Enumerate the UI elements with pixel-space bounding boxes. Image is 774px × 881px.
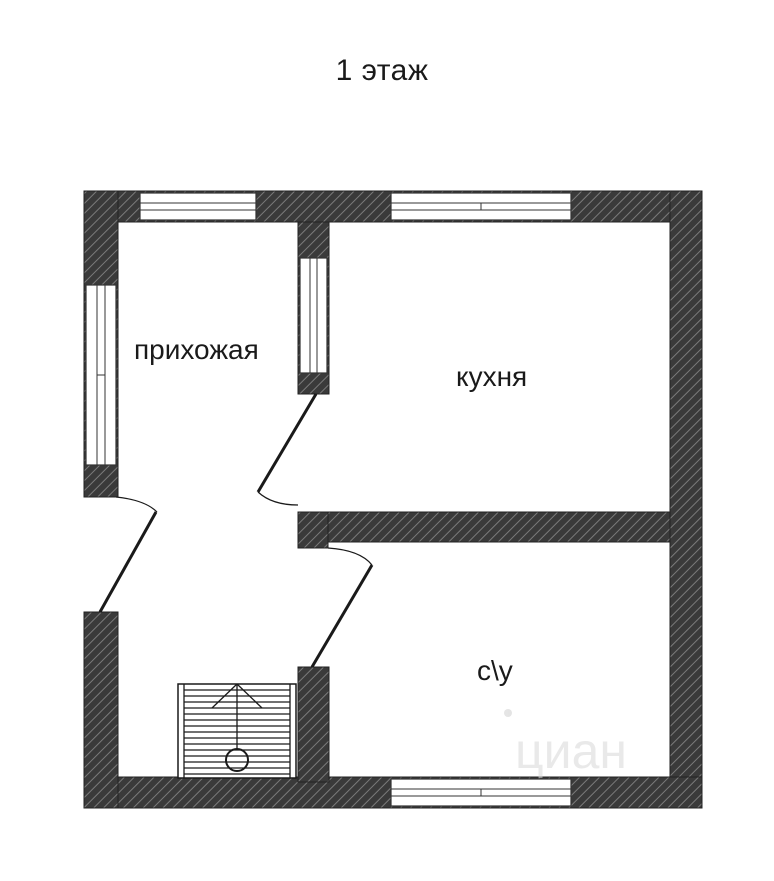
- staircase: [177, 683, 297, 779]
- room-label-bathroom: с\у: [477, 655, 513, 686]
- doors: [98, 393, 374, 668]
- wall-bath-stub: [297, 511, 329, 549]
- wall-left-lower: [83, 611, 119, 809]
- window-inner: [299, 257, 328, 374]
- room-label-kitchen: кухня: [456, 361, 527, 392]
- watermark-brand: циан: [515, 723, 627, 779]
- wall-right: [669, 190, 703, 809]
- outer-walls: [83, 190, 703, 809]
- inner-walls: [297, 221, 671, 783]
- stair-start-marker: [225, 748, 249, 772]
- room-label-hallway: прихожая: [134, 334, 259, 365]
- windows: [85, 192, 572, 807]
- window-bottom: [390, 778, 572, 807]
- door-bathroom: [310, 547, 374, 668]
- wall-kitchen-bath: [297, 511, 671, 543]
- window-top-left: [139, 192, 257, 221]
- wall-hall-bath-lower: [297, 666, 330, 783]
- door-entrance: [98, 496, 158, 613]
- window-top-right: [390, 192, 572, 221]
- window-left: [85, 284, 117, 466]
- plan-title: 1 этаж: [335, 54, 429, 87]
- watermark-logo: циан: [504, 709, 627, 779]
- door-kitchen: [256, 393, 318, 506]
